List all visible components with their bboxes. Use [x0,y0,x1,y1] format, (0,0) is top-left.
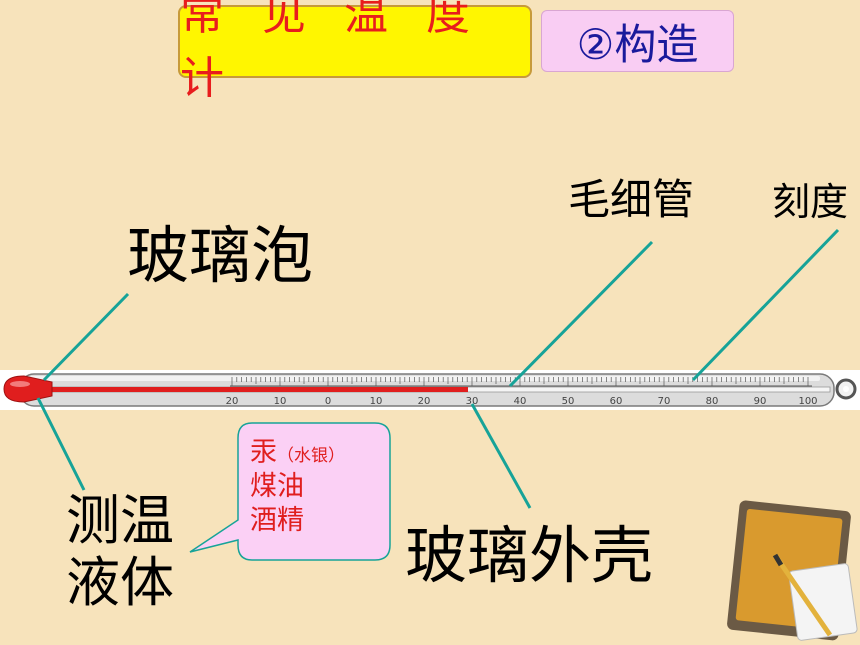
scale-number: 0 [325,396,331,407]
leader-bulb [42,292,130,382]
scale-number: 70 [658,396,671,407]
title-box: 常 见 温 度 计 [178,0,532,104]
scale-number: 80 [706,396,719,407]
scale-number: 50 [562,396,575,407]
label-glass-shell: 玻璃外壳 [405,519,654,592]
liquid-column [40,387,468,392]
leader-shell [470,403,532,509]
scale-number: 40 [514,396,527,407]
scale-ticks [231,377,809,386]
scale-number: 30 [466,396,479,407]
notebook-decoration [727,500,858,641]
scale-number: 60 [610,396,623,407]
label-liquid: 测温 液体 [66,489,186,615]
page-title: 常 见 温 度 计 [180,0,482,104]
glass-highlight [30,376,820,381]
scale-number: 20 [418,396,431,407]
label-glass-bulb: 玻璃泡 [127,219,314,292]
leader-capillary [508,240,654,388]
scale-number: 100 [798,396,817,407]
page-subtitle: ②构造 [576,19,699,69]
callout-item-alcohol: 酒精 [250,504,304,536]
subtitle-box: ②构造 [541,10,734,72]
bulb-highlight [10,381,30,387]
leader-liquid [36,397,86,491]
scale-number: 20 [226,396,239,407]
leader-scale [691,228,840,382]
scale-number: 10 [370,396,383,407]
scale-number: 90 [754,396,767,407]
callout-liquids: 汞（水银） 煤油 酒精 [250,436,390,537]
label-capillary: 毛细管 [568,175,695,224]
label-liquid-line2: 液体 [66,551,174,615]
callout-mercury-note: （水银） [277,446,345,466]
label-scale: 刻度 [772,180,849,224]
label-liquid-line1: 测温 [66,489,174,552]
hanging-ring-hole [843,386,849,392]
callout-item-kerosene: 煤油 [250,470,304,502]
callout-item-mercury: 汞（水银） [250,437,345,468]
scale-number: 10 [274,396,287,407]
